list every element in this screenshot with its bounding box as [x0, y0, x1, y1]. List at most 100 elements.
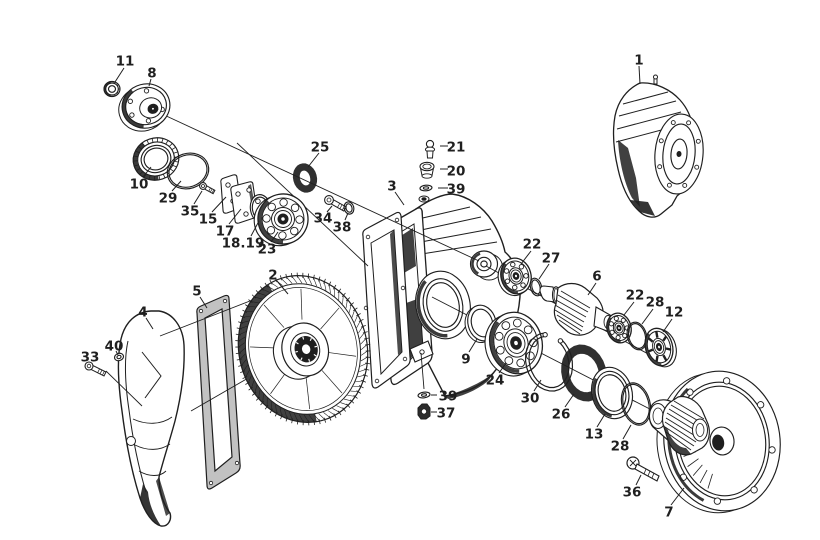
callout-22-18: 22 — [523, 237, 542, 253]
breather-plug-21-path — [426, 150, 434, 159]
diagram-line — [358, 318, 364, 322]
callout-leader-12 — [662, 318, 673, 333]
bolt-36-path — [643, 468, 647, 475]
diagram-line — [692, 464, 703, 476]
callout-leader-36 — [635, 474, 642, 486]
diagram-ellipse — [514, 340, 518, 346]
side-cover-4-path — [117, 310, 185, 527]
diagram-line — [348, 304, 352, 313]
lock-nut-11 — [103, 80, 121, 98]
diagram-line — [210, 188, 213, 193]
ball-bearing-22-right-ball — [615, 334, 621, 341]
taper-bearing-12 — [644, 327, 677, 368]
gearbox-assembly-1-flange-hole — [666, 182, 672, 188]
diagram-ellipse — [345, 203, 353, 213]
diagram-line — [302, 276, 308, 284]
callout-23-9: 23 — [258, 242, 277, 258]
main-gear-2-spline — [295, 341, 299, 345]
ball-bearing-24-ball — [501, 321, 511, 330]
diagram-line — [350, 390, 358, 392]
diagram-ellipse — [493, 316, 539, 370]
diagram-ellipse — [618, 326, 620, 330]
diagram-ellipse — [419, 184, 433, 192]
diagram-line — [361, 379, 367, 383]
diagram-ellipse — [529, 277, 543, 297]
ball-bearing-23-ball — [279, 198, 288, 207]
diagram-line — [281, 278, 288, 285]
diagram-line — [354, 315, 358, 323]
diagram-line — [296, 272, 298, 278]
diagram-line — [274, 277, 278, 283]
diagram-line — [342, 407, 346, 412]
callout-leader-7 — [670, 487, 685, 506]
diagram-line — [168, 143, 173, 147]
diagram-line — [362, 331, 368, 334]
callout-34-13: 34 — [314, 211, 333, 227]
diagram-line — [279, 275, 283, 281]
diagram-ellipse — [627, 323, 647, 349]
ball-bearing-24-ball — [495, 345, 505, 355]
gearbox-assembly-1-body-path — [618, 140, 640, 207]
pinion-shaft-6-path — [560, 290, 591, 309]
callout-leader-11 — [114, 67, 125, 83]
ball-bearing-24-ball — [512, 318, 522, 328]
diagram-ellipse — [676, 151, 682, 157]
ball-bearing-24-ball — [516, 358, 526, 368]
diagram-line — [655, 355, 659, 362]
diagram-ellipse — [692, 418, 708, 442]
callout-40-35: 40 — [105, 339, 124, 355]
callout-leader-34 — [326, 205, 333, 213]
callout-26-27: 26 — [552, 407, 571, 423]
gearbox-assembly-1-flange-hole — [658, 138, 664, 144]
seal-ring-10-shade — [133, 142, 159, 181]
cover-gasket-5-hole — [198, 308, 204, 314]
callout-leader-8 — [148, 78, 152, 87]
callout-leader-15 — [211, 196, 227, 213]
diagram-line — [285, 273, 288, 279]
lock-nut-11-shade — [103, 81, 112, 97]
diagram-line — [358, 326, 363, 334]
callout-leader-38 — [344, 212, 349, 221]
gearbox-assembly-1-flange-hole — [686, 120, 692, 126]
gearbox-assembly-1-body-path — [622, 91, 669, 105]
pinion-shaft-6-path — [553, 282, 604, 336]
callout-8-2: 8 — [147, 66, 156, 82]
output-hub-7 — [648, 395, 710, 456]
cover-gasket-5-hole — [208, 480, 214, 486]
diagram-line — [340, 402, 348, 406]
ball-bearing-23 — [253, 193, 309, 247]
callout-33-34: 33 — [81, 350, 100, 366]
diagram-ellipse — [116, 354, 122, 360]
housing-3-body-path — [413, 206, 471, 221]
diagram-line — [364, 337, 370, 340]
nut-37 — [417, 403, 431, 420]
diagram-line — [339, 204, 343, 210]
output-flange-7-hole — [722, 377, 731, 385]
diagram-ellipse — [709, 426, 735, 456]
main-gear-2-spline — [302, 336, 305, 340]
oring-28-upper — [626, 321, 648, 351]
diagram-line — [362, 374, 368, 377]
diagram-line — [158, 175, 161, 180]
diagram-line — [665, 347, 671, 351]
diagram-ellipse — [469, 250, 499, 278]
diagram-line — [300, 288, 303, 320]
screw-35-head — [199, 182, 207, 190]
oring-38 — [343, 201, 355, 215]
housing-3-gasket-frame-hole — [394, 217, 400, 223]
callout-leader-22 — [623, 301, 635, 316]
diagram-line — [360, 363, 368, 367]
bolt-36 — [626, 456, 660, 482]
diagram-ellipse — [626, 321, 648, 351]
callout-leader-25 — [307, 152, 320, 168]
gearbox-assembly-1-body-path — [618, 100, 677, 117]
housing-3-gasket-frame-hole — [363, 305, 369, 311]
bearing-cap-8-hole — [145, 118, 152, 124]
diagram-line — [332, 408, 340, 413]
diagram-line — [361, 350, 368, 356]
callout-9-24: 9 — [461, 352, 470, 368]
main-gear-2-spline — [308, 358, 311, 362]
callout-7-37: 7 — [664, 505, 673, 521]
diagram-line — [662, 354, 668, 362]
callout-25-10: 25 — [311, 140, 330, 156]
